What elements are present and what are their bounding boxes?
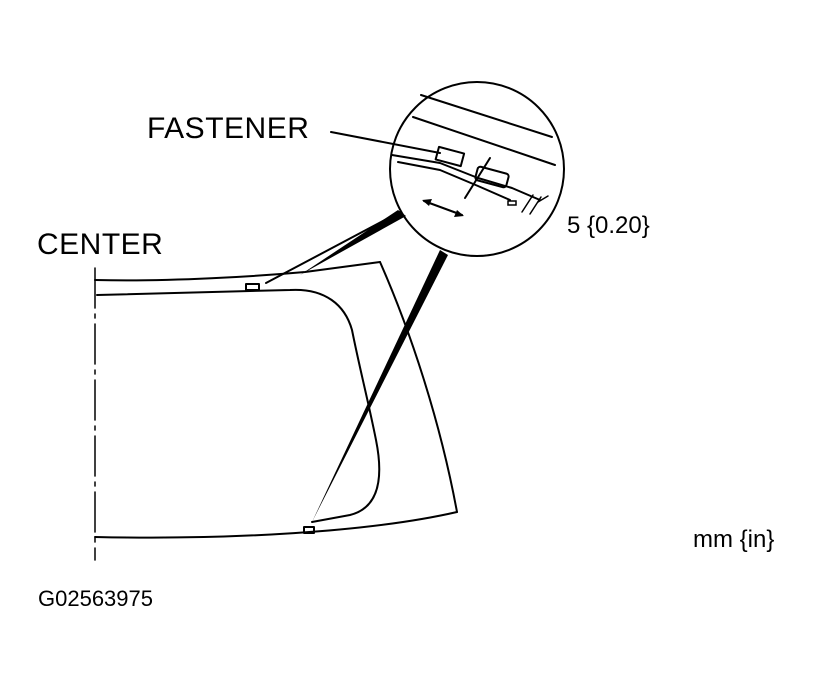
dimension-tick-1 bbox=[521, 194, 534, 213]
detail-frame-line-2 bbox=[397, 161, 511, 201]
fastener-label: FASTENER bbox=[147, 112, 310, 145]
figure-code: G02563975 bbox=[38, 586, 153, 611]
glass-top-edge bbox=[94, 261, 381, 282]
detail-frame-line bbox=[391, 154, 541, 201]
adjust-direction-arrow bbox=[423, 200, 463, 216]
detail-glass-edge-1 bbox=[420, 94, 553, 138]
detail-center-mark bbox=[464, 157, 491, 199]
detail-small-mark bbox=[507, 200, 517, 206]
detail-pointer-lower bbox=[312, 250, 448, 522]
arrowhead-right bbox=[454, 210, 464, 217]
center-label: CENTER bbox=[37, 228, 164, 261]
fastener-mark-bottom bbox=[303, 526, 315, 534]
inner-frame-line bbox=[96, 288, 381, 523]
detail-fastener-clip-2 bbox=[474, 165, 510, 189]
detail-circle bbox=[389, 81, 565, 257]
detail-glass-edge-2 bbox=[412, 116, 556, 166]
fastener-label-leader bbox=[330, 131, 441, 154]
unit-label: mm {in} bbox=[693, 526, 775, 553]
arrowhead-left bbox=[422, 199, 432, 206]
windshield-outline bbox=[94, 261, 458, 539]
dimension-tick-2 bbox=[529, 196, 542, 215]
glass-bottom-edge bbox=[94, 511, 458, 539]
dimension-label: 5 {0.20} bbox=[567, 212, 650, 239]
detail-pointer-upper bbox=[300, 210, 406, 275]
fastener-mark-top bbox=[245, 283, 260, 291]
magnifier-circle bbox=[389, 81, 565, 257]
dimension-arrow-line bbox=[537, 195, 549, 203]
glass-side-edge bbox=[379, 261, 458, 513]
